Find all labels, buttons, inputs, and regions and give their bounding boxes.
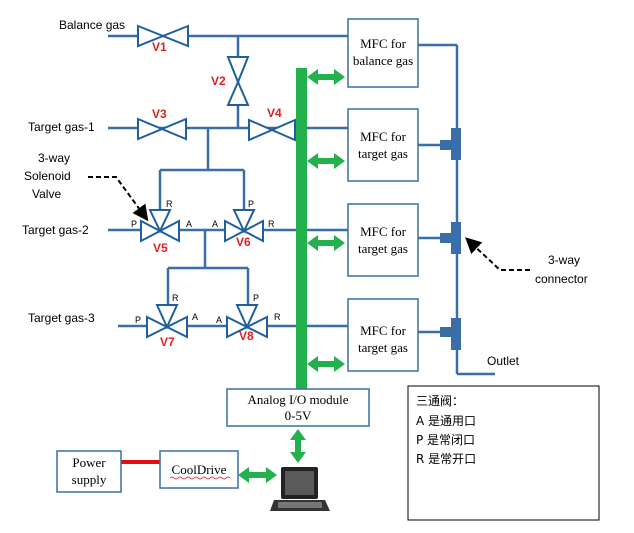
svg-text:A 是通用口: A 是通用口 [416,414,476,428]
analog-io-module: Analog I/O module 0-5V [226,388,370,427]
svg-text:MFC for: MFC for [360,224,407,239]
svg-text:target gas: target gas [358,241,408,256]
label-balance-gas: Balance gas [59,18,125,32]
mfc-target-gas-3: MFC for target gas [347,298,419,372]
svg-text:A: A [212,219,218,229]
valve-v2 [226,56,250,106]
svg-text:MFC for: MFC for [360,36,407,51]
label-target-gas-3: Target gas-3 [28,311,95,325]
label-target-gas-1: Target gas-1 [28,120,95,134]
arrow-cooldrive-laptop [238,467,277,483]
data-bus [296,68,307,390]
mfc-target-gas-1: MFC for target gas [347,108,419,182]
svg-text:A: A [192,312,198,322]
valve-v3 [137,117,187,141]
arrow-analog-laptop [290,429,306,463]
svg-text:R: R [172,293,179,303]
laptop-icon [270,467,330,511]
svg-text:P: P [253,293,259,303]
svg-text:Power: Power [72,455,106,470]
arrow-mfc4 [307,356,345,372]
valve-v1 [137,24,189,48]
three-way-connectors [440,128,461,350]
svg-text:P: P [248,199,254,209]
svg-text:P 是常闭口: P 是常闭口 [416,433,475,447]
svg-text:Solenoid: Solenoid [24,169,71,183]
label-v1: V1 [152,40,167,54]
valve-v6 [224,209,264,243]
valve-v4 [248,118,296,142]
label-outlet: Outlet [487,354,520,368]
svg-text:target gas: target gas [358,146,408,161]
port-labels: R P A P A R R P A P A R [131,199,281,325]
legend-box: 三通阀： A 是通用口 P 是常闭口 R 是常开口 [407,385,600,521]
svg-text:supply: supply [72,472,107,487]
mfc-target-gas-2: MFC for target gas [347,203,419,277]
label-v4: V4 [267,106,282,120]
svg-text:A: A [186,219,192,229]
mfc-balance-gas: MFC for balance gas [347,18,419,88]
label-target-gas-2: Target gas-2 [22,223,89,237]
svg-text:R: R [274,312,281,322]
svg-text:0-5V: 0-5V [285,408,312,423]
label-v5: V5 [153,241,168,255]
label-v6: V6 [236,235,251,249]
arrow-mfc1 [307,69,345,85]
cooldrive: CoolDrive [159,450,239,489]
annotation-solenoid: 3-way Solenoid Valve [24,151,149,222]
svg-text:R: R [166,199,173,209]
annotation-connector: 3-way connector [465,237,588,286]
bus-arrows [238,69,345,483]
svg-text:Analog I/O module: Analog I/O module [247,392,348,407]
svg-text:balance gas: balance gas [353,53,413,68]
svg-text:3-way: 3-way [548,253,580,267]
valve-v7 [146,304,188,339]
svg-text:R 是常开口: R 是常开口 [416,452,476,466]
svg-text:P: P [131,219,137,229]
power-supply: Power supply [56,450,122,493]
svg-text:Valve: Valve [32,187,61,201]
label-v8: V8 [239,329,254,343]
svg-text:CoolDrive: CoolDrive [172,462,227,477]
valve-v5 [140,209,180,243]
arrow-mfc2 [307,153,345,169]
svg-text:connector: connector [535,272,588,286]
valve-v8 [226,304,268,339]
svg-text:A: A [216,315,222,325]
svg-text:三通阀：: 三通阀： [416,394,464,408]
svg-text:P: P [135,315,141,325]
label-v3: V3 [152,107,167,121]
svg-text:3-way: 3-way [38,151,70,165]
label-v2: V2 [211,74,226,88]
svg-text:MFC for: MFC for [360,323,407,338]
svg-text:target gas: target gas [358,340,408,355]
svg-text:R: R [268,219,275,229]
arrow-mfc3 [307,235,345,251]
svg-text:MFC for: MFC for [360,129,407,144]
label-v7: V7 [160,335,175,349]
